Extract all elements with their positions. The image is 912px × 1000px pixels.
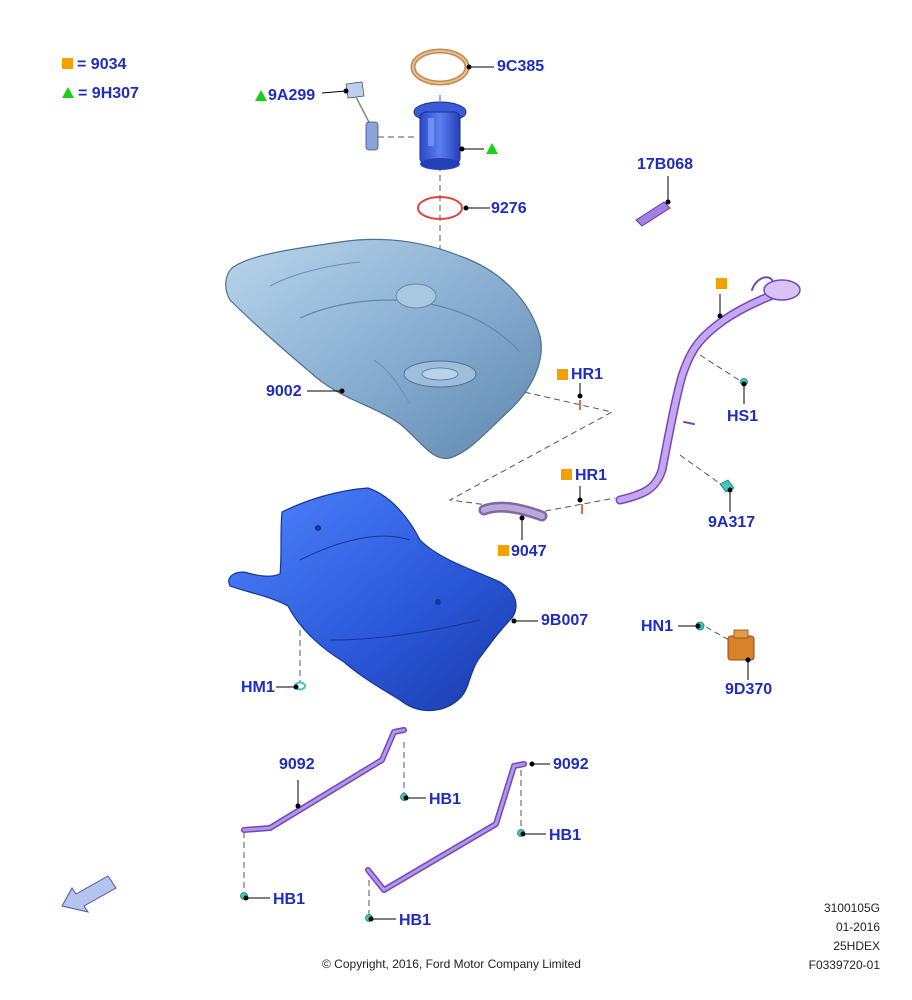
label-tank: 9002 <box>266 383 302 400</box>
meta-line-4: F0339720-01 <box>808 958 880 972</box>
heat-shield-part <box>228 487 517 712</box>
meta-line-2: 01-2016 <box>835 920 880 934</box>
legend-eq: = <box>78 85 92 102</box>
label-oring: 9276 <box>491 200 527 217</box>
label-strap-left: 9092 <box>279 756 315 773</box>
fuel-tank-part <box>225 238 542 460</box>
square-marker-icon <box>62 58 73 69</box>
legend-triangle-row: = 9H307 <box>62 85 139 103</box>
strap-right-part <box>365 761 527 893</box>
square-marker-icon <box>716 278 727 289</box>
diagram-markers <box>255 90 727 556</box>
triangle-marker-icon <box>486 143 498 154</box>
meta-line-1: 3100105G <box>823 901 880 915</box>
legend-eq: = <box>77 56 91 73</box>
label-filler-hose: 17B068 <box>637 156 694 173</box>
label-strap-right: 9092 <box>553 756 589 773</box>
filler-hose-part <box>635 201 671 227</box>
copyright-text: © Copyright, 2016, Ford Motor Company Li… <box>322 957 581 971</box>
label-clip-9a317: 9A317 <box>708 514 756 531</box>
fuel-pump-module-part <box>413 101 467 170</box>
meta-line-3: 25HDEX <box>833 939 880 953</box>
legend-square-label: 9034 <box>90 56 127 73</box>
label-hr1-lower: HR1 <box>575 467 608 484</box>
drawing-meta: 3100105G 01-2016 25HDEX F0339720-01 <box>809 900 880 973</box>
triangle-marker-icon <box>255 90 267 101</box>
strap-left-part <box>241 727 407 833</box>
label-shield: 9B007 <box>541 612 589 629</box>
fasteners <box>240 378 748 922</box>
label-hb1-d: HB1 <box>399 912 432 929</box>
gasket-ring-part <box>410 48 470 86</box>
label-hm1: HM1 <box>241 679 275 696</box>
label-hn1: HN1 <box>641 618 674 635</box>
front-direction-arrow-icon <box>61 875 117 913</box>
square-marker-icon <box>557 369 568 380</box>
label-sender: 9A299 <box>268 87 316 104</box>
legend-triangle-label: 9H307 <box>91 85 139 102</box>
hose-9047-highlight <box>481 504 545 519</box>
square-marker-icon <box>498 545 509 556</box>
sender-unit-part <box>345 81 379 151</box>
leader-dots <box>243 64 751 922</box>
label-hb1-a: HB1 <box>429 791 462 808</box>
label-valve-9d370: 9D370 <box>725 681 773 698</box>
label-hs1: HS1 <box>727 408 759 425</box>
label-hose-9047: 9047 <box>511 543 547 560</box>
o-ring-part <box>417 196 463 220</box>
filler-pipe-part <box>615 276 801 505</box>
label-gasket: 9C385 <box>497 58 545 75</box>
square-marker-icon <box>561 469 572 480</box>
label-hb1-c: HB1 <box>273 891 306 908</box>
label-hb1-b: HB1 <box>549 827 582 844</box>
label-hr1-upper: HR1 <box>571 366 604 383</box>
triangle-marker-icon <box>62 87 74 98</box>
legend-square-row: = 9034 <box>62 56 126 74</box>
valve-part <box>727 629 755 661</box>
leader-lines <box>246 66 749 920</box>
